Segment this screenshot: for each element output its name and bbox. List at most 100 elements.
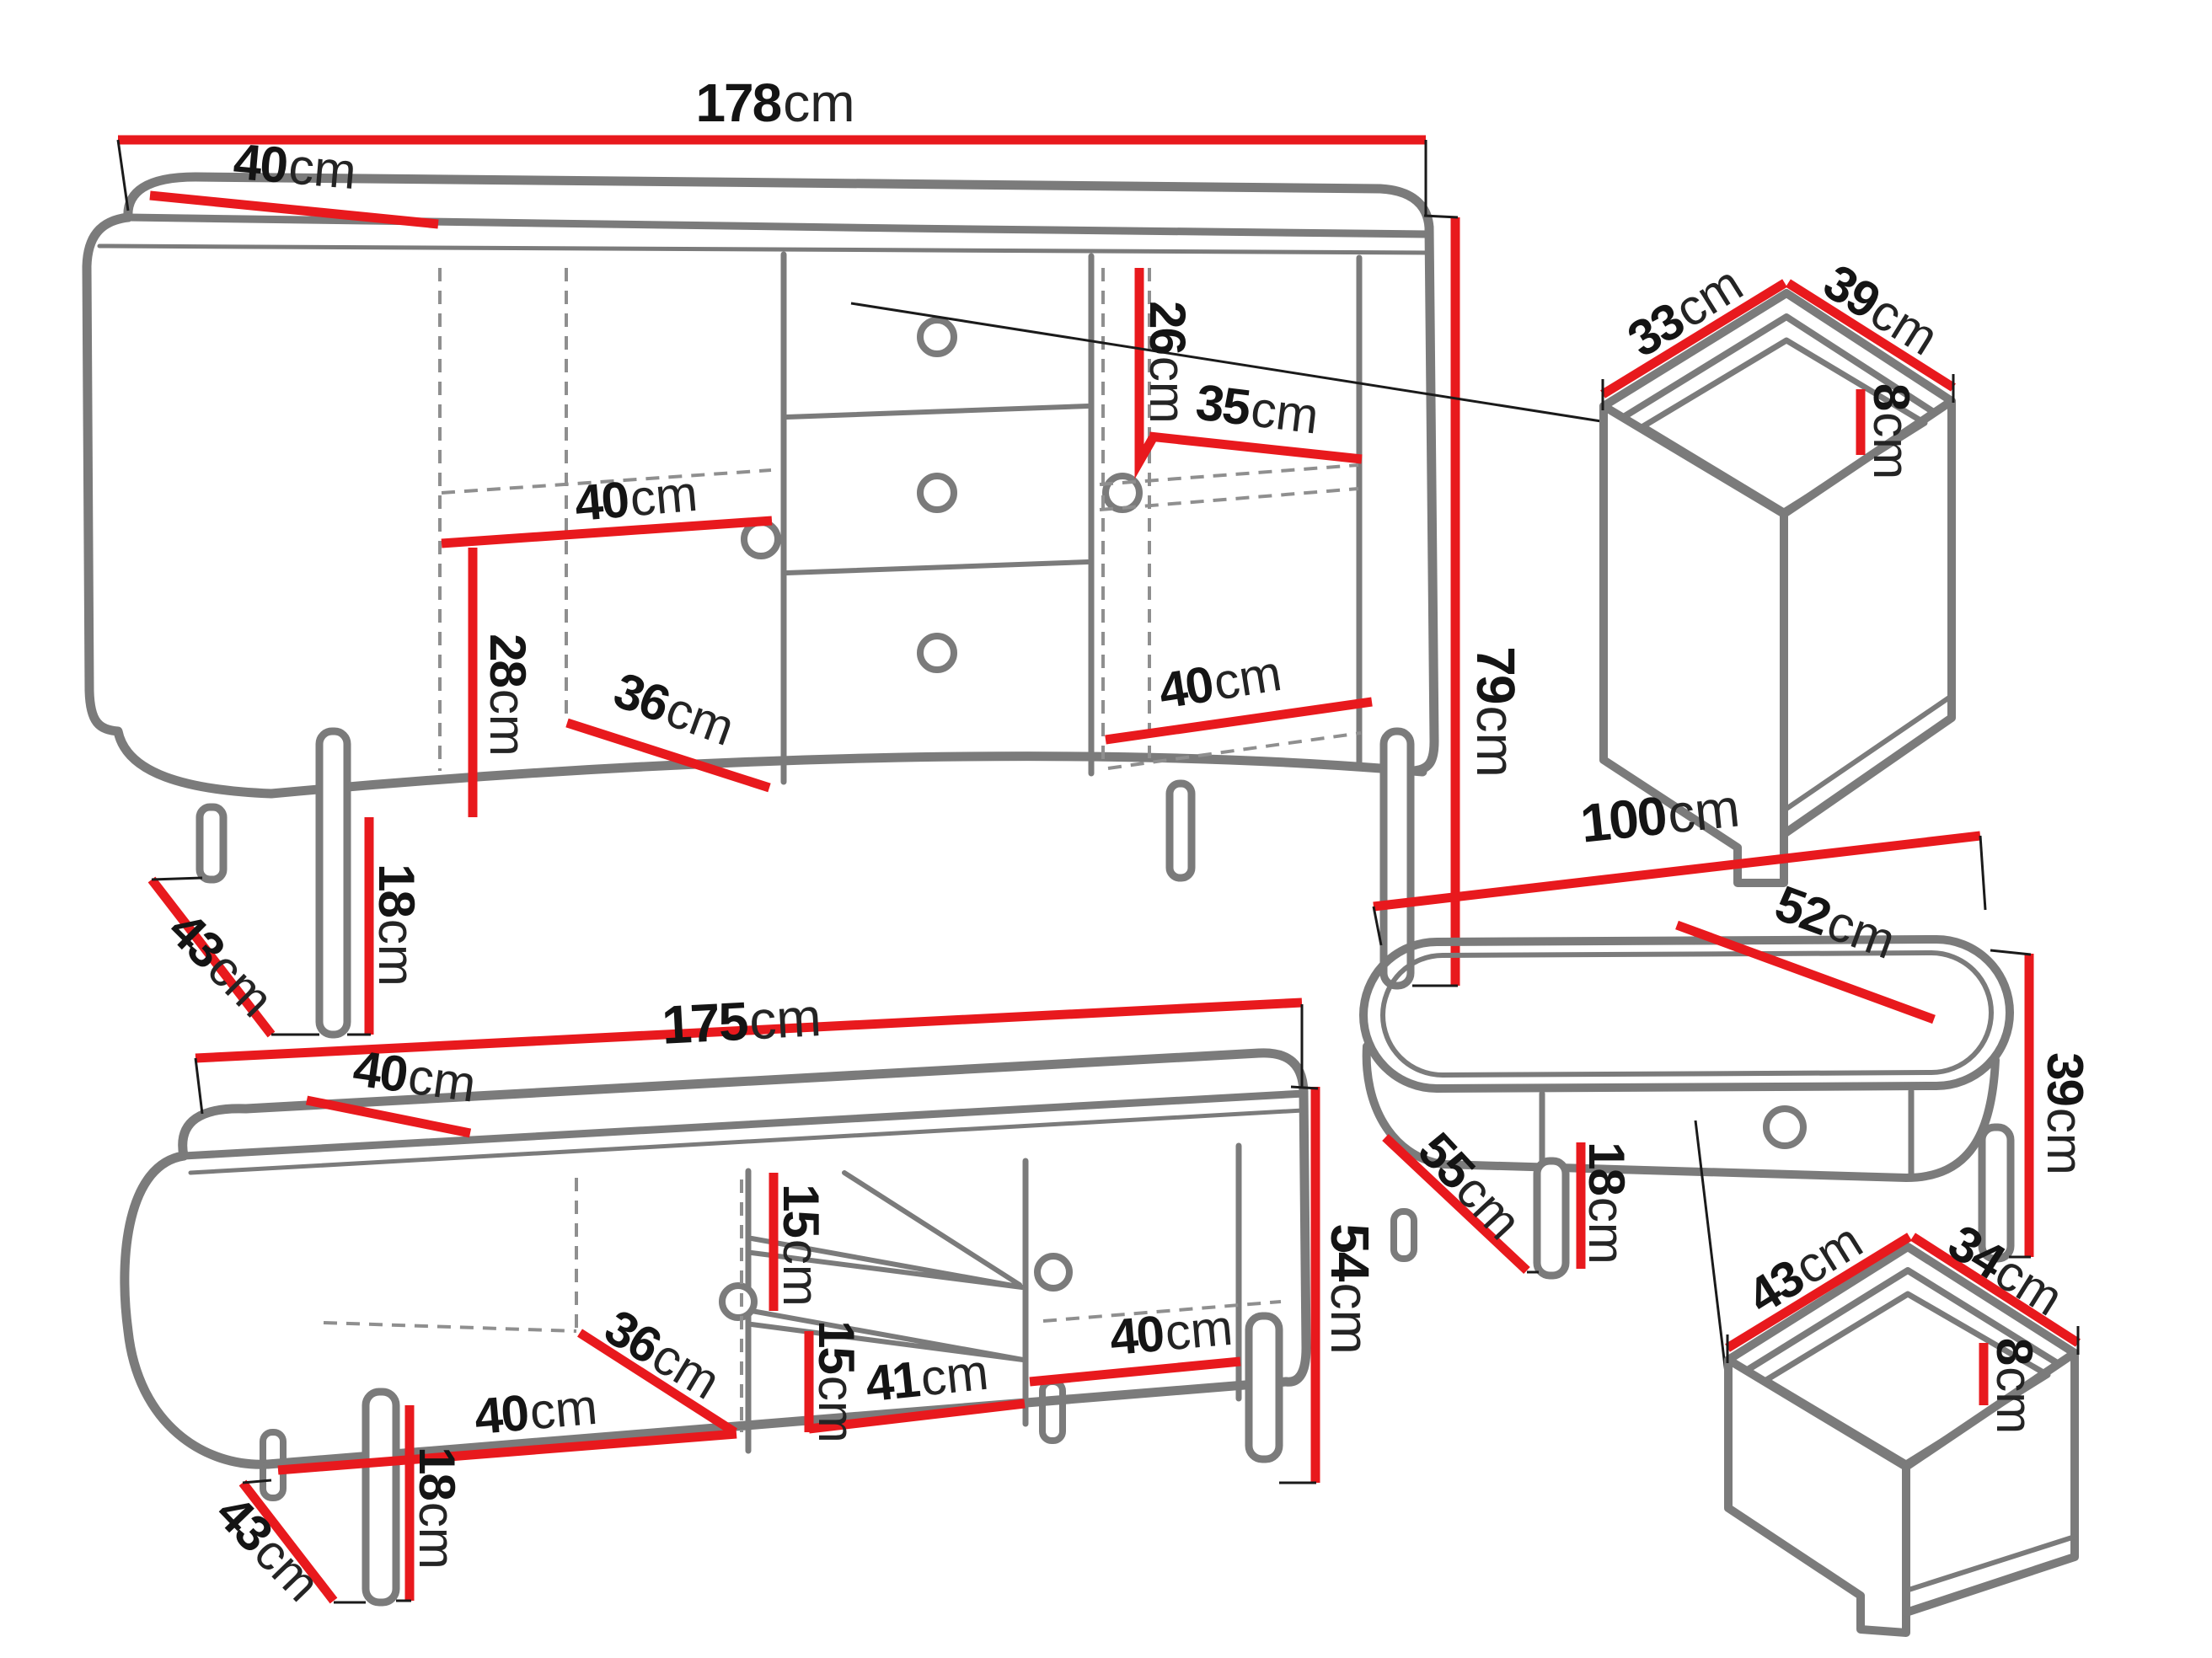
sideboard-front-right-leg bbox=[1379, 727, 1415, 990]
tv-stand-ticks bbox=[194, 1004, 1319, 1604]
drawer-bottom-drawing bbox=[1724, 1243, 2079, 1637]
label-tv-height-unit: cm bbox=[1320, 1282, 1380, 1355]
drawer-bottom-front-face bbox=[1724, 1356, 1910, 1637]
label-tv-upper-shelf-gap-unit: cm bbox=[773, 1238, 829, 1307]
tick bbox=[151, 876, 203, 881]
tv-stand-right-door-knob bbox=[1034, 1253, 1073, 1292]
dim-line-coffee-table-width bbox=[1373, 831, 1981, 912]
dim-line-tv-width bbox=[195, 997, 1303, 1063]
label-tv-lower-shelf-gap-unit: cm bbox=[808, 1375, 865, 1443]
drawer-top-drawing bbox=[1599, 289, 1956, 887]
drawer-bottom-ticks bbox=[1726, 1326, 2080, 1363]
dim-line-tv-left-width bbox=[277, 1429, 737, 1475]
tv-stand-dashed-interior bbox=[323, 1178, 1282, 1432]
drawer-top-inner-rim bbox=[1619, 313, 1938, 421]
label-sideboard-depth: 40cm bbox=[232, 133, 359, 200]
dim-line-tv-inner-depth bbox=[577, 1329, 737, 1436]
tv-stand-dashed-h1 bbox=[323, 1321, 577, 1333]
label-tv-width: 175cm bbox=[661, 987, 823, 1056]
sideboard-back-right-leg bbox=[1165, 779, 1196, 882]
tv-stand-front-top-line bbox=[188, 1108, 1305, 1175]
dim-line-drawer-bottom-depth bbox=[1725, 1233, 1912, 1352]
drawer-top-dimension-lines bbox=[1600, 279, 1956, 455]
label-coffee-table-height-unit: cm bbox=[2037, 1107, 2093, 1175]
dim-line-drawer-top-width bbox=[1786, 279, 1956, 392]
sideboard-drawing bbox=[82, 172, 1439, 1039]
label-sideboard-shelf-width-value: 40 bbox=[572, 471, 630, 532]
tick bbox=[1990, 949, 2032, 956]
label-coffee-table-leg-height-unit: cm bbox=[1578, 1196, 1635, 1265]
tv-stand-front-right-leg bbox=[1245, 1312, 1283, 1463]
tv-stand-left-cap bbox=[120, 1151, 273, 1469]
label-tv-lower-shelf-gap: 15cm bbox=[808, 1320, 865, 1443]
tv-stand-bottom-edge bbox=[263, 1377, 1291, 1469]
label-drawer-top-height-value: 8 bbox=[1863, 382, 1920, 410]
label-tv-upper-shelf-gap-value: 15 bbox=[773, 1184, 829, 1237]
label-sideboard-drawer-width-unit: cm bbox=[1247, 380, 1322, 445]
label-tv-middle-width-unit: cm bbox=[918, 1343, 991, 1407]
drawer-bottom-side-thickness bbox=[1904, 1534, 2077, 1593]
sideboard-front-left-leg bbox=[315, 727, 351, 1039]
label-tv-lower-shelf-gap-value: 15 bbox=[808, 1320, 865, 1373]
label-sideboard-width-unit: cm bbox=[783, 72, 855, 133]
sideboard-left-edge bbox=[82, 212, 276, 799]
coffee-table-front-left-leg bbox=[1533, 1157, 1570, 1280]
label-drawer-top-height-unit: cm bbox=[1863, 412, 1920, 480]
tv-stand-drawing bbox=[120, 1048, 1311, 1607]
label-coffee-table-height-value: 39 bbox=[2037, 1052, 2093, 1105]
sideboard-dashed-shelf2a bbox=[1099, 463, 1359, 486]
label-tv-left-width-unit: cm bbox=[527, 1377, 600, 1441]
dim-line-sideboard-drawer-height bbox=[1134, 268, 1157, 479]
label-sideboard-height-unit: cm bbox=[1465, 705, 1526, 778]
tick bbox=[1372, 906, 1383, 946]
dim-line-sideboard-inner-depth bbox=[565, 718, 771, 793]
dim-line-tv-middle-width bbox=[808, 1399, 1026, 1434]
dim-line-drawer-top-depth bbox=[1600, 279, 1787, 398]
tv-stand-back-right-leg bbox=[1039, 1378, 1066, 1444]
label-coffee-table-leg-height-value: 18 bbox=[1578, 1142, 1635, 1195]
label-sideboard-drawer-height-unit: cm bbox=[1139, 356, 1196, 424]
drawer-bottom-side-face bbox=[1902, 1349, 2079, 1617]
sideboard-drawer-knob-3 bbox=[917, 633, 957, 673]
drawer-bottom-dimension-lines bbox=[1725, 1233, 2081, 1405]
label-tv-left-width: 40cm bbox=[472, 1378, 599, 1446]
coffee-table-back-leg bbox=[1390, 1208, 1417, 1262]
dim-line-tv-right-width bbox=[1029, 1356, 1241, 1387]
label-drawer-top-height: 8cm bbox=[1863, 383, 1920, 479]
coffee-table-body bbox=[1362, 1042, 2000, 1182]
dim-line-sideboard-drawer-width bbox=[1149, 431, 1363, 464]
label-tv-left-width-value: 40 bbox=[472, 1384, 530, 1446]
label-drawer-bottom-height-value: 8 bbox=[1986, 1337, 2043, 1365]
label-coffee-table-width-unit: cm bbox=[1664, 777, 1743, 845]
label-tv-leg-height-unit: cm bbox=[409, 1501, 465, 1570]
drawer-top-side-thickness bbox=[1781, 693, 1954, 813]
label-coffee-table-leg-height: 18cm bbox=[1578, 1142, 1635, 1265]
tv-stand-shelf-2 bbox=[749, 1308, 1026, 1362]
coffee-table-top-outer bbox=[1359, 935, 2014, 1093]
label-tv-height-value: 54 bbox=[1320, 1223, 1380, 1281]
sideboard-right-edge bbox=[1407, 222, 1439, 776]
tick bbox=[116, 139, 130, 211]
label-drawer-bottom-height: 8cm bbox=[1986, 1338, 2043, 1434]
sideboard-dashed-floor bbox=[1107, 731, 1362, 770]
pointer-coffee-table-drawer bbox=[1694, 1120, 1727, 1374]
label-sideboard-inner-height-value: 28 bbox=[479, 634, 536, 687]
label-sideboard-inner-height-unit: cm bbox=[479, 688, 536, 757]
sideboard-dashed-shelf bbox=[441, 468, 772, 495]
label-tv-right-width: 40cm bbox=[1107, 1299, 1235, 1366]
tv-stand-front-left-leg bbox=[362, 1388, 400, 1607]
sideboard-drawer-knob-1 bbox=[917, 317, 957, 357]
pointer-sideboard-drawer bbox=[850, 302, 1602, 423]
label-tv-middle-width: 41cm bbox=[862, 1343, 991, 1413]
label-tv-height: 54cm bbox=[1320, 1223, 1380, 1355]
label-tv-middle-width-value: 41 bbox=[862, 1350, 922, 1413]
label-sideboard-right-width-unit: cm bbox=[1209, 644, 1286, 711]
dim-line-sideboard-shelf-width bbox=[441, 516, 773, 548]
sideboard-dashed-shelf2b bbox=[1099, 487, 1359, 511]
label-sideboard-right-width-value: 40 bbox=[1154, 655, 1217, 719]
sideboard-back-left-leg bbox=[195, 803, 228, 884]
tv-stand-top-back-edge bbox=[178, 1048, 1309, 1161]
label-sideboard-height: 79cm bbox=[1465, 646, 1526, 778]
label-sideboard-inner-height: 28cm bbox=[479, 634, 536, 757]
label-tv-width-unit: cm bbox=[747, 987, 823, 1051]
